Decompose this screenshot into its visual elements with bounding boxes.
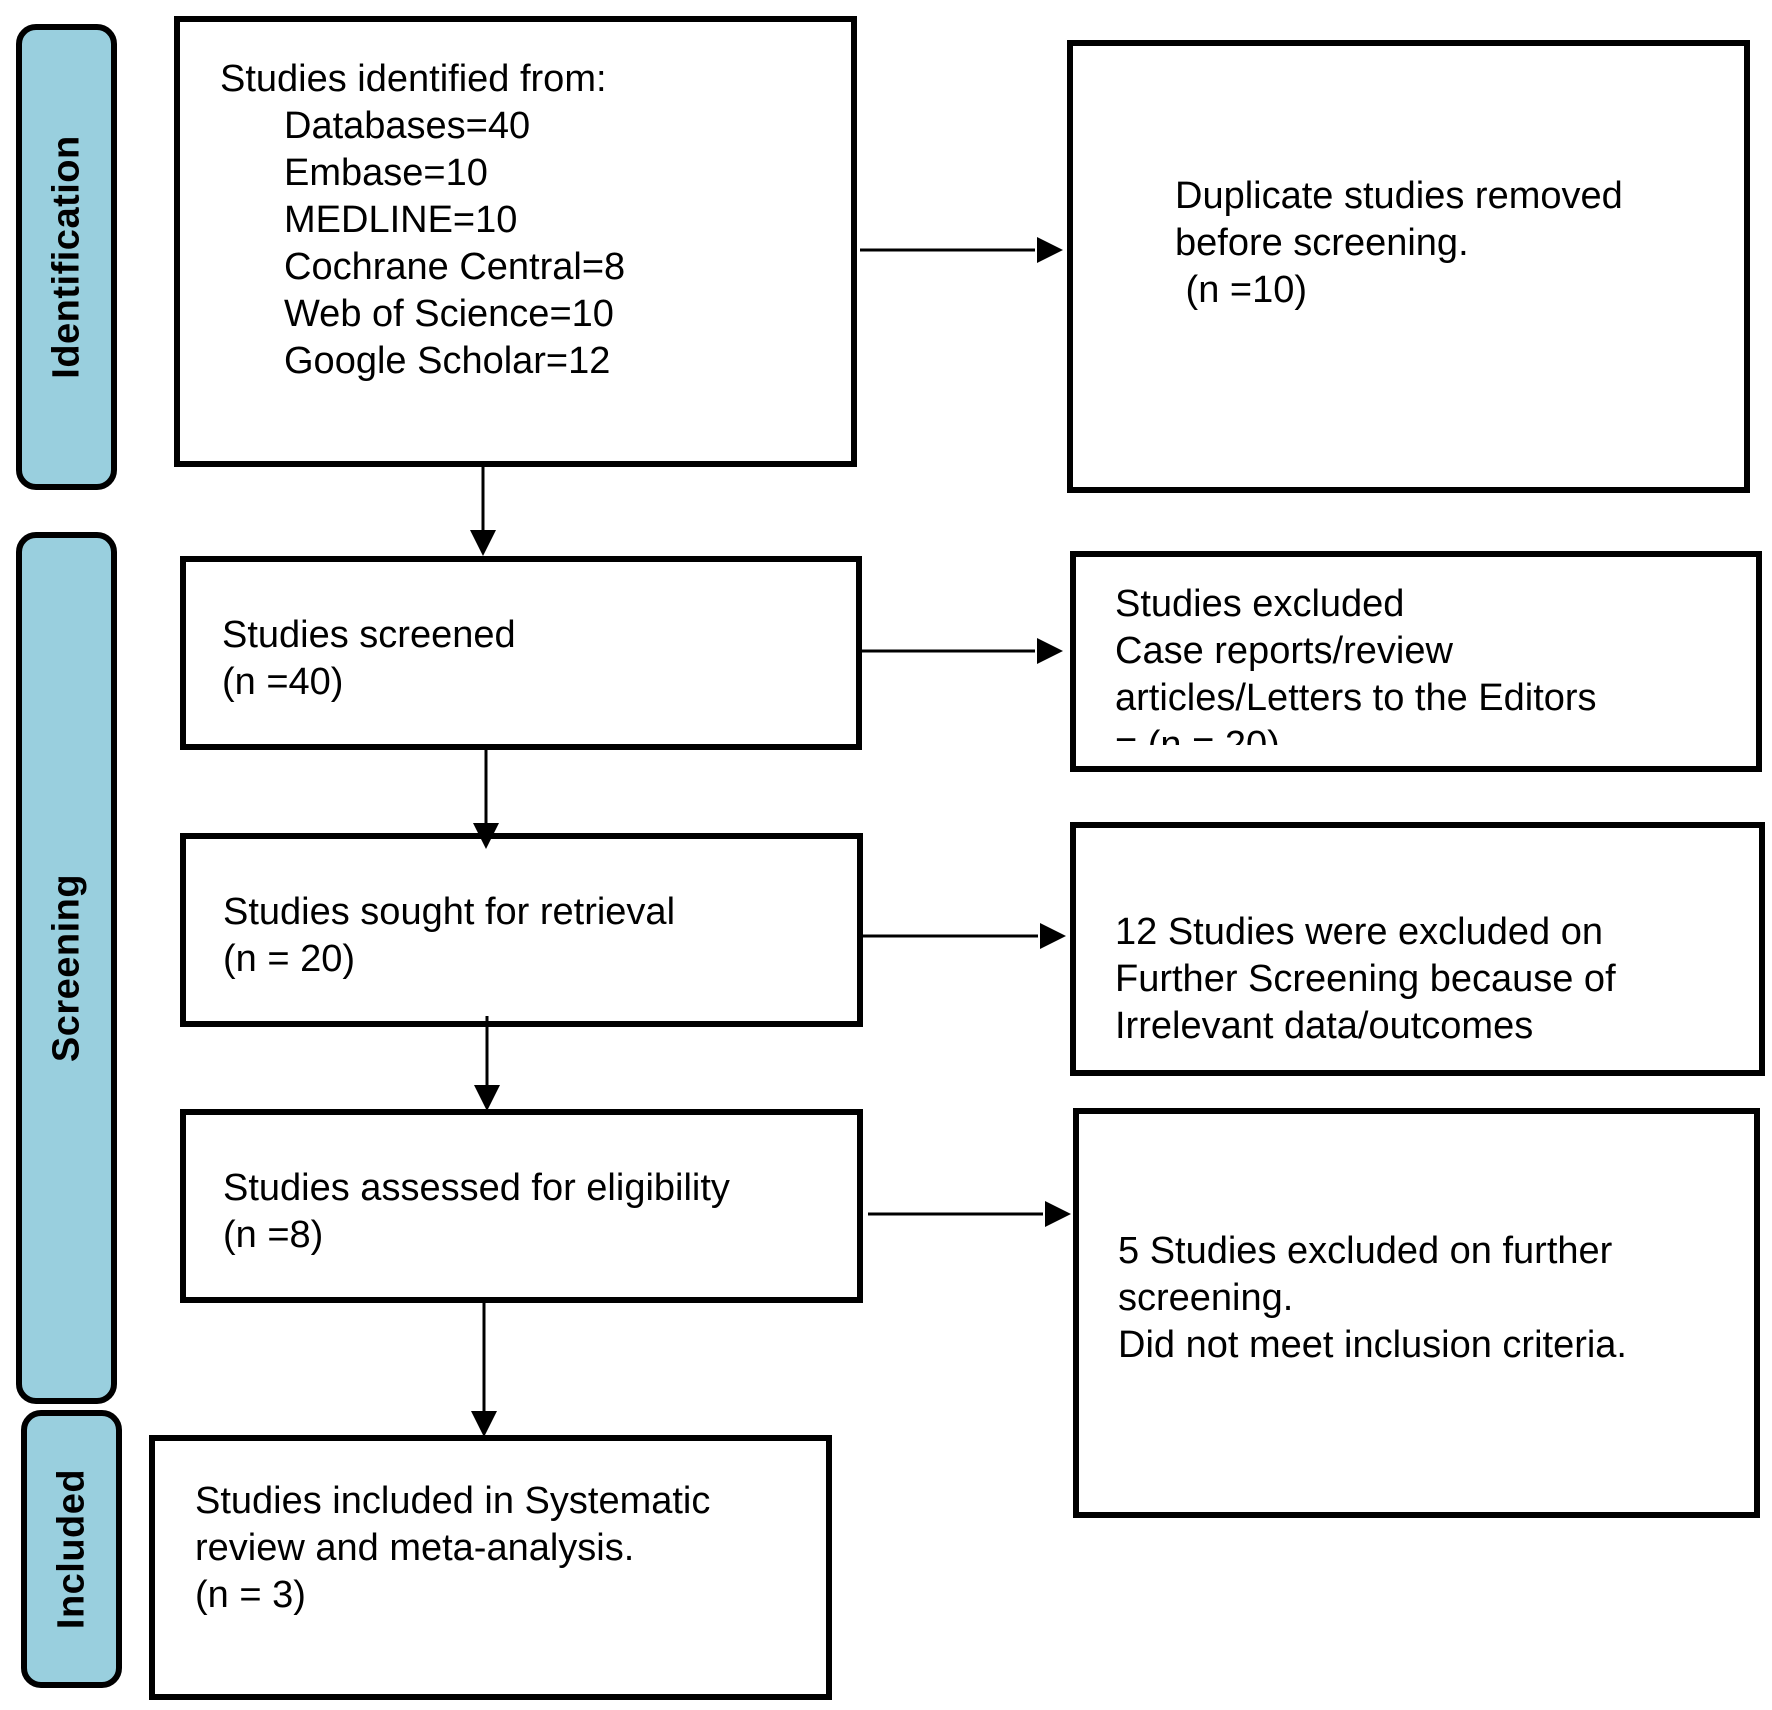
included-line: Studies included in Systematic — [195, 1480, 711, 1522]
excluded-retrieval-box: 12 Studies were excluded on Further Scre… — [1070, 822, 1765, 1076]
excluded-screening-count: = (n = 20) — [1115, 724, 1280, 745]
included-line: review and meta-analysis. — [195, 1527, 635, 1569]
excluded-retrieval-line: 12 Studies were excluded on — [1115, 911, 1603, 953]
excluded-eligibility-line: screening. — [1118, 1277, 1294, 1319]
arrow-eligibility-to-included — [471, 1303, 497, 1437]
arrow-eligibility-to-excluded — [868, 1201, 1071, 1227]
excluded-screening-box: Studies excluded Case reports/review art… — [1070, 551, 1762, 772]
duplicates-line: before screening. — [1175, 222, 1469, 264]
retrieval-count: (n = 20) — [223, 938, 356, 980]
stage-identification: Identification — [16, 24, 117, 490]
arrow-screened-to-retrieval — [473, 750, 499, 849]
identified-heading: Studies identified from: — [220, 58, 607, 100]
screened-box: Studies screened (n =40) — [180, 556, 862, 750]
retrieval-box: Studies sought for retrieval (n = 20) — [180, 833, 863, 1027]
arrow-retrieval-to-eligibility — [474, 1016, 500, 1111]
arrow-identified-to-screened — [470, 467, 496, 556]
arrow-identified-to-duplicates — [860, 237, 1063, 263]
identified-source: Google Scholar=12 — [284, 340, 611, 382]
excluded-eligibility-box: 5 Studies excluded on further screening.… — [1073, 1108, 1760, 1518]
excluded-screening-line: Case reports/review — [1115, 630, 1453, 672]
identified-source: Cochrane Central=8 — [284, 246, 626, 288]
included-box: Studies included in Systematic review an… — [149, 1435, 832, 1700]
identified-source: Databases=40 — [284, 105, 531, 147]
duplicates-count: (n =10) — [1175, 269, 1308, 311]
excluded-retrieval-line: Further Screening because of — [1115, 958, 1616, 1000]
stage-included: Included — [21, 1410, 122, 1688]
identified-source: Embase=10 — [284, 152, 488, 194]
eligibility-count: (n =8) — [223, 1214, 324, 1256]
excluded-screening-line: Studies excluded — [1115, 583, 1405, 625]
arrow-retrieval-to-excluded — [863, 923, 1066, 949]
arrow-screened-to-excluded — [862, 638, 1063, 664]
retrieval-line: Studies sought for retrieval — [223, 891, 676, 933]
excluded-screening-line: articles/Letters to the Editors — [1115, 677, 1597, 719]
identified-source: Web of Science=10 — [284, 293, 614, 335]
duplicates-removed-box: Duplicate studies removed before screeni… — [1067, 40, 1750, 493]
identified-box: Studies identified from: Databases=40 Em… — [174, 16, 857, 467]
included-count: (n = 3) — [195, 1574, 306, 1616]
duplicates-line: Duplicate studies removed — [1175, 175, 1623, 217]
eligibility-line: Studies assessed for eligibility — [223, 1167, 730, 1209]
stage-screening: Screening — [16, 532, 117, 1404]
excluded-eligibility-line: 5 Studies excluded on further — [1118, 1230, 1613, 1272]
excluded-retrieval-line: Irrelevant data/outcomes — [1115, 1005, 1534, 1047]
screened-count: (n =40) — [222, 661, 344, 703]
screened-line: Studies screened — [222, 614, 516, 656]
identified-source: MEDLINE=10 — [284, 199, 518, 241]
excluded-eligibility-line: Did not meet inclusion criteria. — [1118, 1324, 1627, 1366]
eligibility-box: Studies assessed for eligibility (n =8) — [180, 1109, 863, 1303]
